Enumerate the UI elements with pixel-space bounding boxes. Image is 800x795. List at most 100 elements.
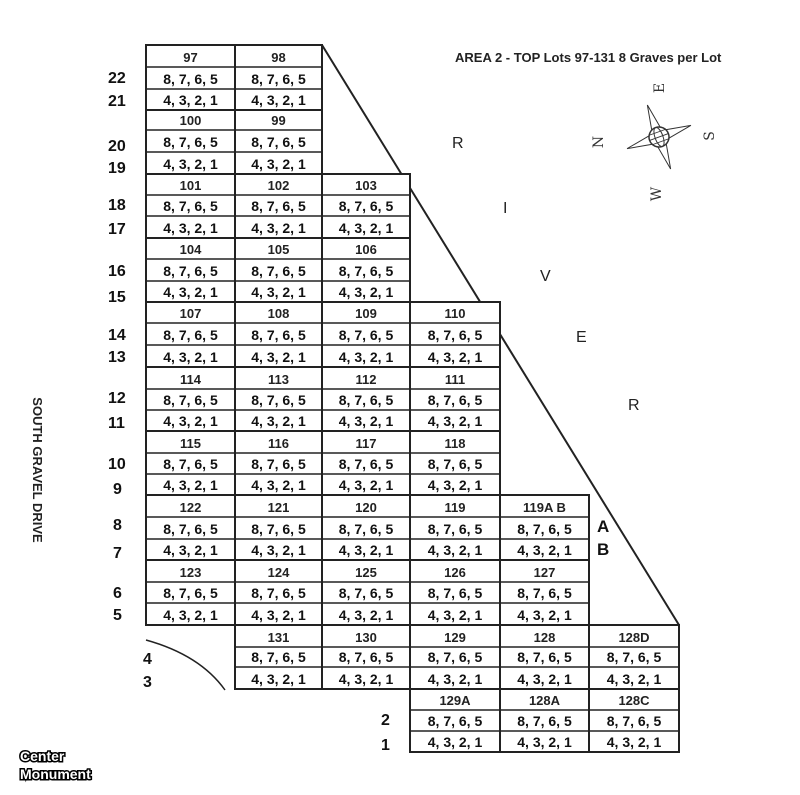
lot-box bbox=[234, 559, 323, 626]
graves-4-1: 4, 3, 2, 1 bbox=[251, 156, 306, 172]
lot-number: 107 bbox=[180, 306, 202, 321]
lot-number: 104 bbox=[180, 242, 202, 257]
lot-number: 113 bbox=[268, 372, 289, 387]
lot-97[interactable]: 978, 7, 6, 54, 3, 2, 1 bbox=[145, 44, 236, 111]
graves-4-1: 4, 3, 2, 1 bbox=[339, 284, 394, 300]
graves-4-1: 4, 3, 2, 1 bbox=[163, 220, 218, 236]
compass-rose-icon bbox=[626, 104, 692, 170]
lot-box bbox=[321, 237, 411, 303]
row-number-17: 17 bbox=[108, 221, 126, 238]
lot-box bbox=[234, 624, 323, 690]
graves-4-1: 4, 3, 2, 1 bbox=[163, 477, 218, 493]
center-monument-line1: Center bbox=[20, 748, 65, 764]
lot-number: 112 bbox=[356, 372, 377, 387]
lot-number: 125 bbox=[355, 565, 377, 580]
graves-4-1: 4, 3, 2, 1 bbox=[339, 671, 394, 687]
lot-box bbox=[234, 301, 323, 368]
lot-119A-B[interactable]: 119A B8, 7, 6, 54, 3, 2, 1 bbox=[499, 494, 590, 561]
row-number-8: 8 bbox=[113, 517, 122, 534]
lot-box bbox=[409, 430, 501, 496]
lot-number: 128D bbox=[618, 630, 649, 645]
lot-number: 99 bbox=[271, 113, 285, 128]
graves-8-5: 8, 7, 6, 5 bbox=[428, 392, 483, 408]
row-number-9: 9 bbox=[113, 481, 122, 498]
lot-104[interactable]: 104 8, 7, 6, 5 4, 3, 2, 1 bbox=[145, 237, 236, 303]
graves-8-5: 8, 7, 6, 5 bbox=[163, 198, 218, 214]
graves-4-1: 4, 3, 2, 1 bbox=[428, 542, 483, 558]
lot-98[interactable]: 988, 7, 6, 54, 3, 2, 1 bbox=[234, 44, 323, 111]
graves-4-1: 4, 3, 2, 1 bbox=[428, 607, 483, 623]
graves-4-1: 4, 3, 2, 1 bbox=[339, 542, 394, 558]
road-label: SOUTH GRAVEL DRIVE bbox=[30, 397, 45, 543]
lot-box bbox=[234, 44, 323, 111]
graves-8-5: 8, 7, 6, 5 bbox=[163, 521, 218, 537]
lot-box bbox=[321, 430, 411, 496]
graves-8-5: 8, 7, 6, 5 bbox=[607, 713, 662, 729]
lot-number: 120 bbox=[355, 500, 377, 515]
lot-box bbox=[499, 688, 590, 753]
lot-box bbox=[234, 237, 323, 303]
graves-8-5: 8, 7, 6, 5 bbox=[251, 521, 306, 537]
lot-number: 121 bbox=[268, 500, 290, 515]
lot-number: 131 bbox=[268, 630, 290, 645]
graves-8-5: 8, 7, 6, 5 bbox=[251, 198, 306, 214]
graves-8-5: 8, 7, 6, 5 bbox=[251, 134, 306, 150]
lot-box bbox=[321, 559, 411, 626]
lot-number: 128 bbox=[534, 630, 556, 645]
lot-number: 100 bbox=[180, 113, 202, 128]
lot-box bbox=[234, 366, 323, 432]
graves-8-5: 8, 7, 6, 5 bbox=[163, 263, 218, 279]
graves-8-5: 8, 7, 6, 5 bbox=[339, 585, 394, 601]
graves-4-1: 4, 3, 2, 1 bbox=[428, 349, 483, 365]
graves-4-1: 4, 3, 2, 1 bbox=[163, 284, 218, 300]
lot-number: 110 bbox=[445, 306, 466, 321]
row-number-5: 5 bbox=[113, 607, 122, 624]
lot-99[interactable]: 99 8, 7, 6, 5 4, 3, 2, 1 bbox=[234, 109, 323, 175]
graves-8-5: 8, 7, 6, 5 bbox=[163, 392, 218, 408]
lot-number: 97 bbox=[183, 50, 197, 65]
lot-box bbox=[145, 109, 236, 175]
graves-8-5: 8, 7, 6, 5 bbox=[251, 392, 306, 408]
graves-4-1: 4, 3, 2, 1 bbox=[517, 671, 572, 687]
lot-box bbox=[409, 688, 501, 753]
graves-4-1: 4, 3, 2, 1 bbox=[428, 671, 483, 687]
lot-box bbox=[145, 237, 236, 303]
